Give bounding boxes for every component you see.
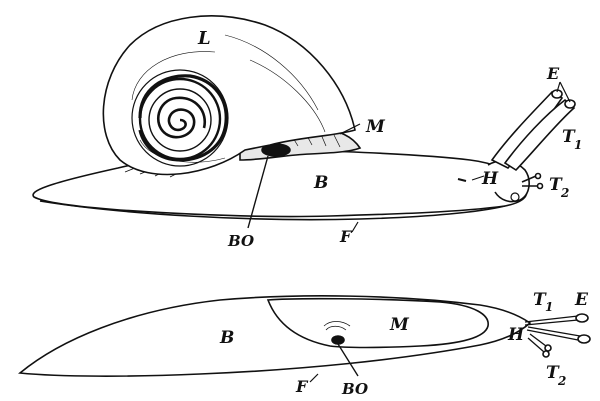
- upper-snail-head-leader: [471, 175, 485, 181]
- lower-snail-tentacle-2-tip-a: [544, 344, 552, 352]
- lower-snail-tentacle-2-tip-b: [542, 350, 550, 358]
- upper-label-breathing-opening: BO: [227, 232, 254, 250]
- upper-label-tentacle2-sub: 2: [560, 186, 569, 200]
- lower-snail-foot-leader: [309, 373, 319, 383]
- upper-snail-shell-spiral: [156, 96, 207, 139]
- upper-label-body: B: [313, 173, 328, 193]
- upper-snail: [32, 15, 576, 233]
- upper-snail-body-mark: [457, 178, 467, 182]
- lower-snail-tentacle-2: [527, 333, 547, 353]
- upper-label-tentacle1: T: [562, 127, 576, 147]
- upper-snail-body: [32, 148, 528, 218]
- lower-label-tentacle2-sub: 2: [557, 374, 566, 388]
- lower-snail-mantle: [266, 297, 489, 349]
- upper-snail-head-detail: [510, 192, 520, 202]
- lower-snail-tentacle-1a: [524, 315, 579, 326]
- upper-snail-shell-whorl-3: [148, 88, 212, 152]
- lower-label-head: H: [507, 325, 525, 345]
- lower-snail-bo-leader: [337, 343, 359, 377]
- upper-snail-bo-leader: [247, 155, 269, 229]
- lower-snail-tentacle-1b: [526, 326, 581, 341]
- upper-snail-tentacle-2-tip-b: [536, 182, 544, 190]
- lower-label-eye: E: [574, 290, 589, 310]
- upper-label-head: H: [481, 169, 499, 189]
- lower-snail: [18, 295, 591, 383]
- upper-label-tentacle1-sub: 1: [574, 138, 582, 152]
- upper-label-foot: F: [339, 227, 353, 246]
- lower-label-foot: F: [295, 377, 309, 396]
- lower-label-tentacle1: T: [533, 290, 547, 310]
- upper-snail-shell-whorl-dark: [138, 74, 228, 162]
- lower-label-tentacle1-sub: 1: [545, 300, 553, 314]
- upper-snail-eye-2: [564, 99, 576, 109]
- upper-label-eye: E: [546, 64, 560, 83]
- upper-label-shell: L: [197, 28, 211, 49]
- upper-label-tentacle2: T: [549, 175, 563, 195]
- lower-snail-bo-ripples: [323, 321, 351, 331]
- upper-snail-tentacle-1b: [503, 98, 576, 172]
- upper-snail-shell-whorl-outer: [131, 69, 229, 167]
- lower-label-tentacle2: T: [546, 363, 560, 383]
- upper-snail-foot-sole: [39, 200, 506, 221]
- lower-snail-eye-2: [577, 334, 591, 344]
- upper-snail-tentacle-2-tip-a: [534, 172, 542, 180]
- lower-snail-eye-1: [575, 313, 589, 323]
- lower-label-mantle: M: [389, 315, 410, 335]
- upper-snail-foot-leader: [351, 221, 359, 233]
- lower-label-body: B: [219, 328, 234, 348]
- upper-snail-mantle-leader: [339, 123, 361, 135]
- lower-snail-breathing-opening: [331, 335, 345, 345]
- upper-snail-tentacle-2: [521, 175, 538, 187]
- upper-label-mantle: M: [365, 117, 386, 137]
- lower-label-breathing-opening: BO: [341, 380, 368, 398]
- upper-snail-eye-pointer: [556, 81, 571, 103]
